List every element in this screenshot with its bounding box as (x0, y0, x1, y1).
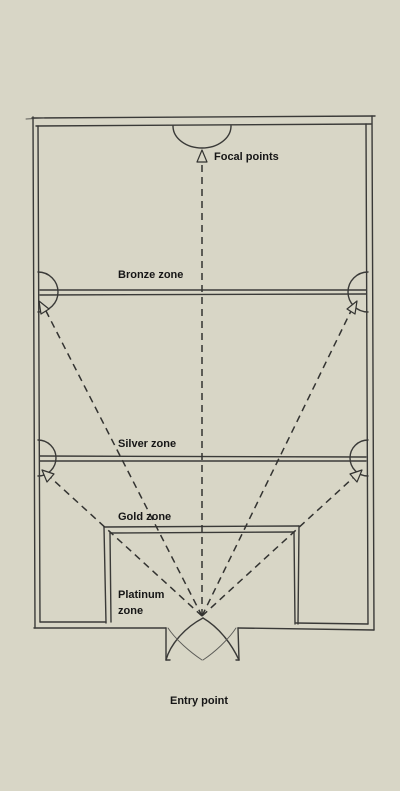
label-platinum-zone-line1: Platinum (118, 589, 165, 601)
label-entry-point: Entry point (170, 695, 228, 707)
label-platinum-zone-line2: zone (118, 605, 143, 617)
sightline-bronze-right (201, 300, 358, 617)
sightline-center (196, 149, 208, 616)
silver-zone-line (39, 455, 367, 462)
focal-point-silver-left (37, 439, 57, 477)
sightline-silver-left (41, 469, 203, 617)
room-outline (25, 115, 376, 661)
sightline-silver-right (201, 469, 363, 617)
label-focal-points: Focal points (214, 151, 279, 163)
label-bronze-zone: Bronze zone (118, 269, 183, 281)
focal-point-top (172, 125, 232, 149)
label-silver-zone: Silver zone (118, 438, 176, 450)
focal-point-silver-right (349, 439, 369, 477)
sightline-bronze-left (38, 300, 203, 617)
bronze-zone-line (39, 289, 367, 296)
focal-point-bronze-right (347, 271, 369, 313)
entry-door (165, 617, 240, 661)
label-gold-zone: Gold zone (118, 511, 171, 523)
